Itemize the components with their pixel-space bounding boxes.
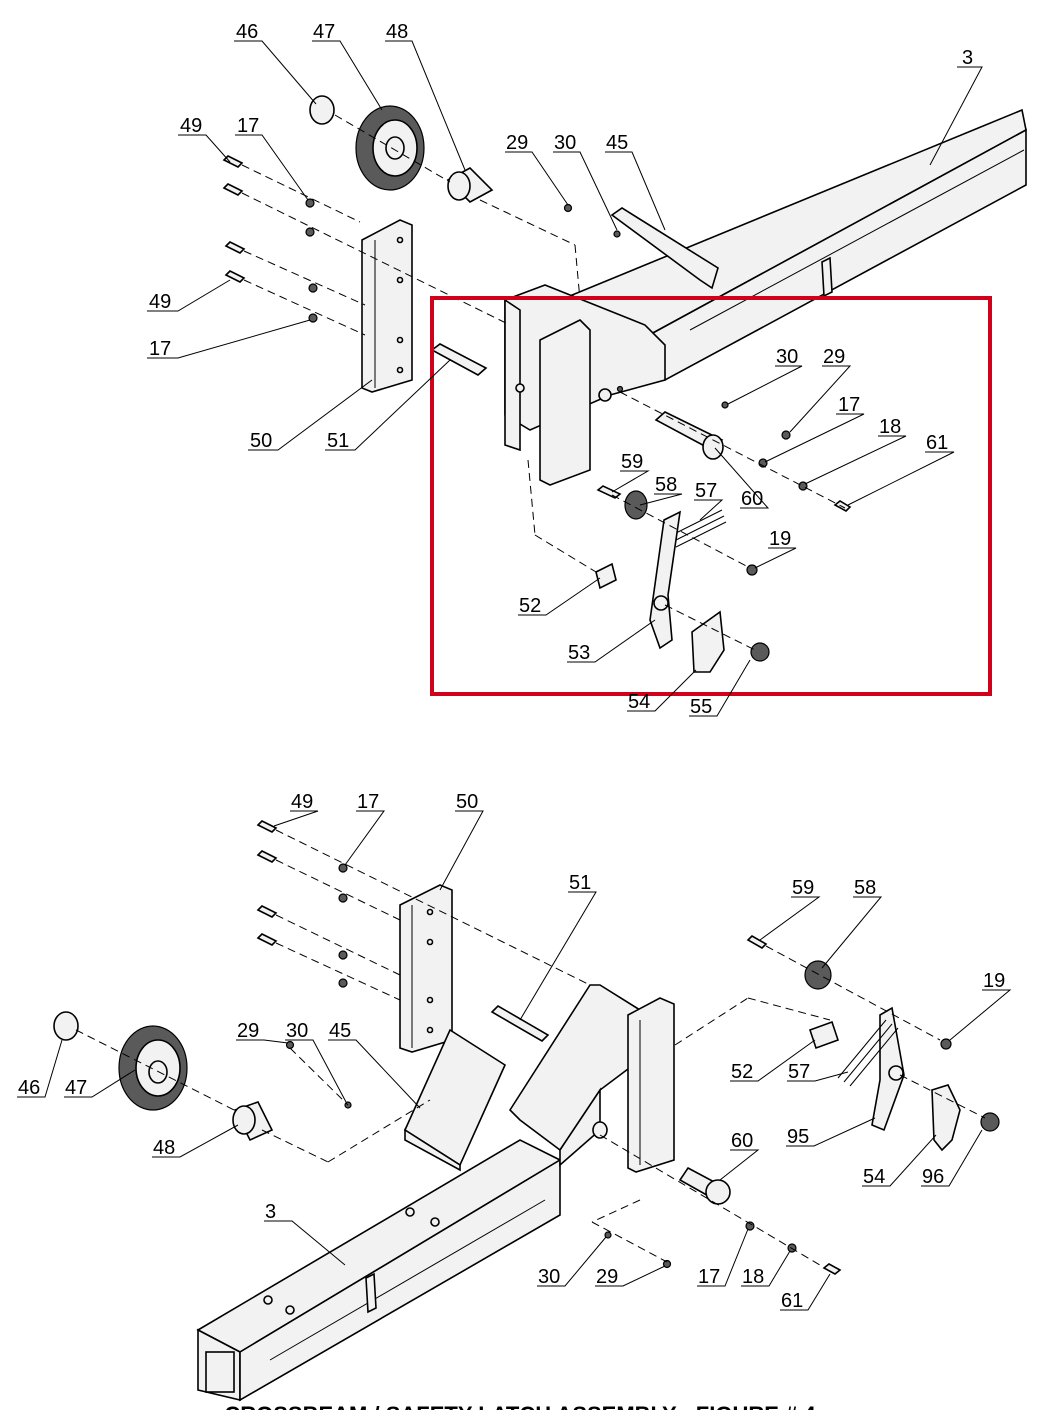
slide-rail-part-bottom <box>399 884 453 1053</box>
label-49: 49 <box>180 115 202 137</box>
spacer-part <box>446 167 494 203</box>
label-b57: 57 <box>788 1061 810 1083</box>
label-61: 61 <box>926 432 948 454</box>
bottom-assembly-lines <box>75 829 986 1269</box>
bolt-set-part <box>222 155 621 323</box>
label-b54: 54 <box>863 1166 885 1188</box>
pivot-parts-bottom <box>604 935 1000 1275</box>
label-52: 52 <box>519 595 541 617</box>
top-part-labels: 46 47 48 3 49 17 29 30 45 49 17 50 51 30… <box>149 21 973 718</box>
label-29b: 29 <box>823 346 845 368</box>
top-assembly-lines <box>241 114 846 651</box>
label-b45: 45 <box>329 1020 351 1042</box>
slide-rail-part <box>361 219 413 393</box>
label-b52: 52 <box>731 1061 753 1083</box>
label-30: 30 <box>554 132 576 154</box>
top-assembly: 46 47 48 3 49 17 29 30 45 49 17 50 51 30… <box>147 21 1027 718</box>
label-b96: 96 <box>922 1166 944 1188</box>
label-b17b: 17 <box>698 1266 720 1288</box>
label-57: 57 <box>695 480 717 502</box>
spring-part <box>671 509 727 548</box>
label-b19: 19 <box>983 970 1005 992</box>
label-46: 46 <box>236 21 258 43</box>
latch-wedge-part <box>610 207 719 290</box>
label-50: 50 <box>250 430 272 452</box>
label-b30: 30 <box>286 1020 308 1042</box>
spring-part-bottom <box>837 1019 899 1087</box>
main-bracket-part <box>504 284 666 486</box>
top-leader-lines <box>147 40 983 717</box>
label-30b: 30 <box>776 346 798 368</box>
bottom-part-labels: 49 17 50 51 59 58 19 46 47 29 30 45 48 5… <box>18 791 1005 1312</box>
label-b30b: 30 <box>538 1266 560 1288</box>
crossbeam-part-bottom <box>196 1139 562 1402</box>
label-48: 48 <box>386 21 408 43</box>
pivot-parts <box>595 385 852 673</box>
bushing-part-bottom <box>53 1011 79 1041</box>
label-17c: 17 <box>838 394 860 416</box>
bottom-leader-lines <box>17 810 1012 1311</box>
label-b58: 58 <box>854 877 876 899</box>
label-55: 55 <box>690 696 712 718</box>
spacer-part-bottom <box>232 1101 274 1142</box>
bushing-part <box>309 95 335 125</box>
label-b29b: 29 <box>596 1266 618 1288</box>
pulley-part-bottom <box>118 1025 188 1111</box>
figure-caption: CROSSBEAM / SAFETY LATCH ASSEMBLY - FIGU… <box>224 1402 816 1410</box>
pin-part-bottom <box>490 1004 550 1043</box>
label-59: 59 <box>621 451 643 473</box>
label-29: 29 <box>506 132 528 154</box>
pin-part <box>430 343 488 376</box>
crossbeam-part <box>558 108 1027 382</box>
label-b47: 47 <box>65 1077 87 1099</box>
label-b50: 50 <box>456 791 478 813</box>
label-58: 58 <box>655 474 677 496</box>
pulley-part <box>355 105 425 191</box>
bottom-assembly: 49 17 50 51 59 58 19 46 47 29 30 45 48 5… <box>17 791 1012 1402</box>
main-bracket-part-bottom <box>508 984 675 1173</box>
label-b48: 48 <box>153 1137 175 1159</box>
label-b60: 60 <box>731 1130 753 1152</box>
label-45: 45 <box>606 132 628 154</box>
label-b51: 51 <box>569 872 591 894</box>
label-60: 60 <box>741 488 763 510</box>
label-19: 19 <box>769 528 791 550</box>
label-54: 54 <box>628 691 650 713</box>
label-b59: 59 <box>792 877 814 899</box>
label-b18: 18 <box>742 1266 764 1288</box>
label-b46: 46 <box>18 1077 40 1099</box>
label-b29: 29 <box>237 1020 259 1042</box>
highlight-frame <box>430 296 992 696</box>
label-18: 18 <box>879 416 901 438</box>
label-17: 17 <box>237 115 259 137</box>
latch-wedge-part-bottom <box>403 1028 507 1172</box>
label-17b: 17 <box>149 338 171 360</box>
label-47: 47 <box>313 21 335 43</box>
label-b3: 3 <box>265 1201 276 1223</box>
label-3: 3 <box>962 47 973 69</box>
label-49b: 49 <box>149 291 171 313</box>
label-b61: 61 <box>781 1290 803 1312</box>
label-b49: 49 <box>291 791 313 813</box>
label-b95: 95 <box>787 1126 809 1148</box>
latch-arm-part <box>649 510 682 650</box>
label-51: 51 <box>327 430 349 452</box>
label-53: 53 <box>568 642 590 664</box>
label-b17: 17 <box>357 791 379 813</box>
bolt-set-part-bottom <box>256 820 352 1109</box>
